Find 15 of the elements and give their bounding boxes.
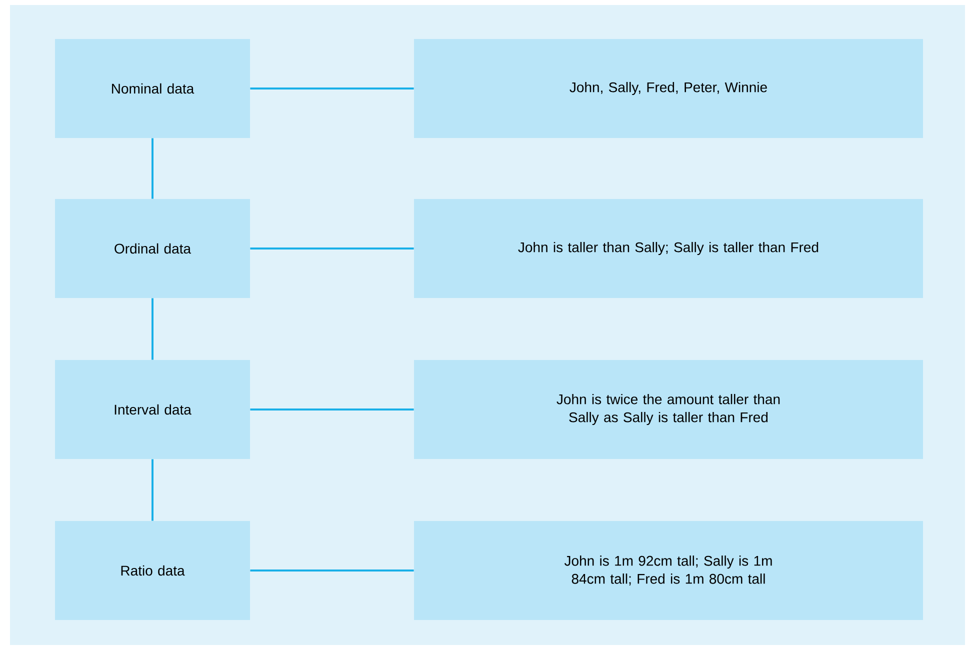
- data-type-box: Ratio data: [55, 521, 250, 620]
- connector-line: [250, 408, 414, 410]
- connector-line: [152, 459, 154, 521]
- connector-line: [250, 570, 414, 572]
- connector-line: [250, 248, 414, 250]
- data-type-box: Interval data: [55, 360, 250, 459]
- example-box: John is taller than Sally; Sally is taller than Fred: [414, 199, 923, 298]
- connector-line: [152, 298, 154, 360]
- data-type-box: Ordinal data: [55, 199, 250, 298]
- connector-line: [152, 138, 154, 199]
- example-box: John is 1m 92cm tall; Sally is 1m 84cm tall; Fred is 1m 80cm tall: [414, 521, 923, 620]
- connector-line: [250, 88, 414, 90]
- example-box: John is twice the amount taller than Sally as Sally is taller than Fred: [414, 360, 923, 459]
- data-type-box: Nominal data: [55, 39, 250, 138]
- example-box: John, Sally, Fred, Peter, Winnie: [414, 39, 923, 138]
